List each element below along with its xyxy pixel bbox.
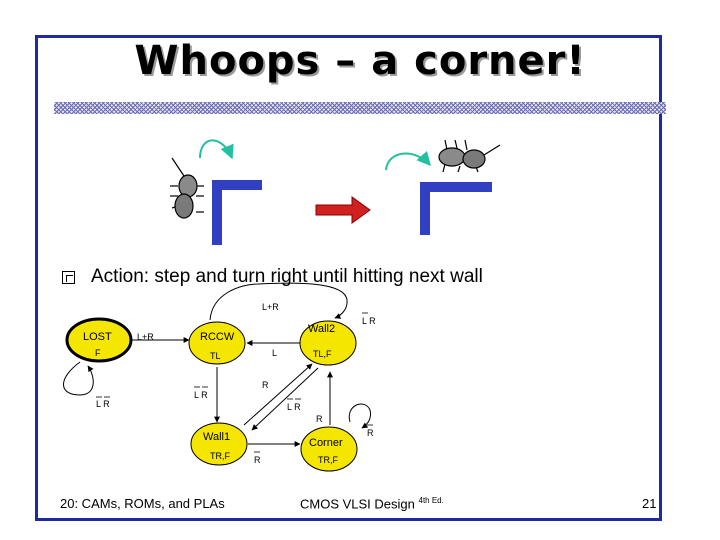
label-wall1-wall2: L R: [287, 402, 301, 412]
wall-corner-left: [212, 180, 262, 245]
label-lost-self: L R: [96, 399, 110, 409]
state-rccw-name: RCCW: [200, 331, 235, 343]
loop-corner: [348, 403, 371, 429]
footer-course: CMOS VLSI Design 4th Ed.: [300, 496, 444, 511]
label-corner-wall2: R: [316, 414, 323, 424]
robot-before-scene: [170, 139, 262, 245]
fsm-diagram: LOST F RCCW TL Wall2 TL,F Wall1 TR,F Cor…: [63, 282, 376, 472]
label-rccw-self: L+R: [262, 302, 279, 312]
footer-course-title: CMOS VLSI Design: [300, 496, 415, 512]
state-rccw-output: TL: [210, 351, 221, 361]
edge-wall1-wall2: [243, 363, 313, 426]
state-wall1-name: Wall1: [203, 431, 230, 443]
state-corner-output: TR,F: [318, 455, 338, 465]
robot-icon-left: [170, 157, 204, 219]
label-wall2-wall1: R: [262, 380, 269, 390]
label-lost-rccw: L+R: [137, 332, 154, 342]
checkbox-bullet-icon: [62, 270, 75, 284]
state-wall2-name: Wall2: [308, 323, 335, 335]
label-rccw-wall1: L R: [194, 390, 208, 400]
wall-corner-right: [420, 182, 492, 235]
label-wall2-rccw: L: [272, 348, 277, 358]
bullet-text: Action: step and turn right until hittin…: [91, 266, 483, 287]
slide-title: Whoops – a corner!: [134, 38, 586, 84]
path-arrow-right: [385, 150, 431, 171]
title-divider: [54, 102, 666, 114]
label-corner-self: R: [367, 428, 374, 438]
label-wall2-self: L R: [362, 316, 376, 326]
transition-arrow-icon: [315, 196, 371, 224]
label-wall1-corner: R: [254, 455, 261, 465]
state-corner-name: Corner: [309, 437, 343, 449]
robot-after-scene: [385, 139, 501, 235]
state-lost-output: F: [95, 348, 101, 358]
state-wall2: [299, 320, 357, 366]
state-wall2-output: TL,F: [313, 349, 332, 359]
state-corner: [300, 426, 358, 472]
edge-wall2-wall1: [251, 367, 319, 431]
robot-icon-right: [438, 139, 501, 173]
state-lost-name: LOST: [83, 331, 112, 343]
state-wall1: [190, 422, 248, 466]
state-lost: [65, 317, 133, 363]
footer-chapter: 20: CAMs, ROMs, and PLAs: [60, 496, 225, 511]
loop-rccw: [209, 282, 348, 321]
loop-lost: [63, 361, 94, 396]
page-number: 21: [642, 496, 657, 511]
footer-edition: 4th Ed.: [418, 496, 444, 505]
bullet-item: Action: step and turn right until hittin…: [62, 266, 483, 288]
state-rccw: [188, 321, 246, 365]
path-arrow-left: [199, 139, 234, 160]
state-wall1-output: TR,F: [210, 451, 230, 461]
